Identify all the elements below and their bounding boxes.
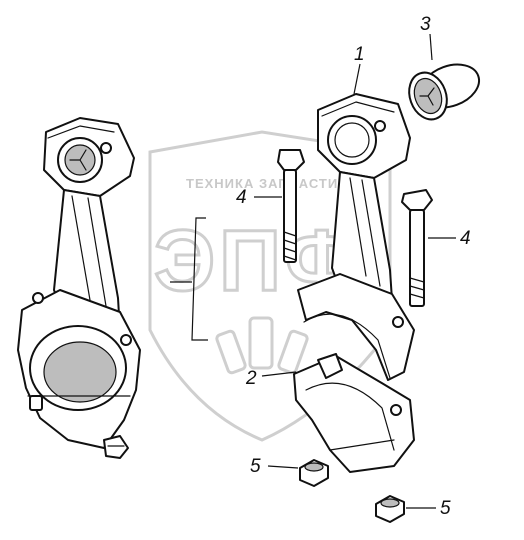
connecting-rod-assembled: [17, 117, 141, 459]
bolt-part-4-right: [401, 189, 433, 307]
watermark-top-text: ТЕХНИКА ЗАПЧАСТИ: [186, 176, 338, 191]
callout-part-3: 3: [420, 14, 431, 35]
leader-part-5-left: [267, 465, 299, 469]
nut-part-5-left: [299, 459, 329, 487]
callout-part-4-left: 4: [236, 187, 247, 208]
callout-part-4-right: 4: [460, 228, 471, 249]
callout-part-2: 2: [245, 368, 257, 389]
watermark-wheat-icon: [215, 316, 309, 375]
leader-part-1: [353, 63, 361, 95]
watermark-shield: [148, 130, 392, 442]
callout-part-5-left: 5: [250, 456, 261, 477]
connecting-rod-body: [297, 93, 415, 381]
nut-part-5-right: [375, 495, 405, 523]
rod-cap-part-2: [293, 353, 415, 473]
leader-part-2: [261, 371, 297, 377]
leader-part-3: [429, 33, 433, 61]
bushing-part-3: [408, 63, 481, 121]
assembly-bracket: [191, 217, 208, 341]
bolt-part-4-left: [277, 149, 305, 263]
callout-part-1: 1: [354, 44, 365, 65]
callout-part-5-right: 5: [440, 498, 451, 519]
